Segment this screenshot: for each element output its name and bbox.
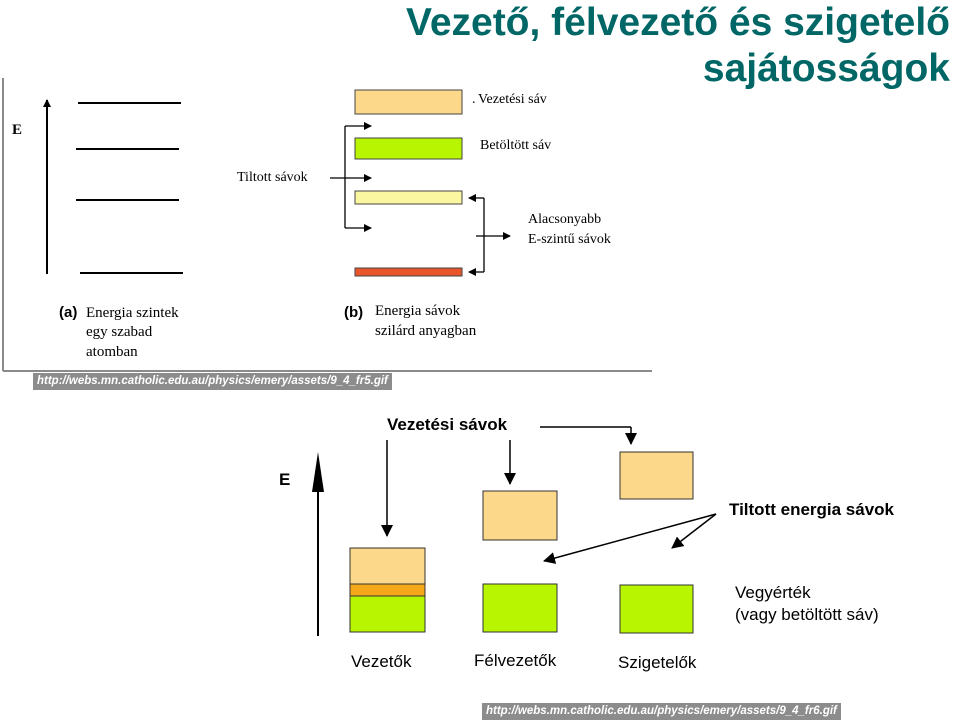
energy-axis-label-c: E (279, 470, 291, 489)
insulator-valence-band (619, 584, 694, 634)
forbidden-bands-label: Tiltott sávok (237, 170, 308, 185)
lower-bands-label-2: E-szintű sávok (528, 232, 611, 247)
valence-label-2: (vagy betöltött sáv) (735, 605, 879, 624)
source-url-1[interactable]: http://webs.mn.catholic.edu.au/physics/e… (33, 373, 392, 390)
semiconductor-conduction-band (482, 490, 558, 541)
semiconductor-valence-band (482, 583, 558, 633)
dot-mark: . (472, 92, 476, 107)
conductor-overlap (349, 583, 426, 597)
source-url-2[interactable]: http://webs.mn.catholic.edu.au/physics/e… (482, 703, 841, 720)
lower-band-1 (354, 190, 463, 205)
conduction-band (354, 89, 463, 115)
figure-b-tag: (b) (344, 304, 364, 321)
lower-bands-label-1: Alacsonyabb (528, 212, 602, 227)
forbidden-energy-bands-label: Tiltott energia sávok (729, 500, 895, 519)
figure-b-caption-1: Energia sávok (375, 303, 461, 319)
material-label-insulators: Szigetelők (618, 653, 697, 672)
slide-title-line-2: sajátosságok (702, 47, 950, 90)
figure-a-caption-2: egy szabad (86, 324, 153, 340)
conduction-bands-label: Vezetési sávok (387, 415, 508, 434)
material-label-conductors: Vezetők (351, 652, 412, 671)
material-label-semiconductors: Félvezetők (474, 651, 557, 670)
figure-b-caption-2: szilárd anyagban (375, 323, 477, 339)
conductor-conduction-band (349, 547, 426, 585)
energy-axis-label-a: E (12, 122, 23, 138)
figure-a-caption-3: atomban (86, 344, 138, 360)
conduction-band-label: Vezetési sáv (478, 92, 547, 107)
filled-band (354, 137, 463, 160)
lower-band-2 (354, 267, 463, 277)
insulator-conduction-band (619, 451, 694, 500)
filled-band-label: Betöltött sáv (480, 138, 552, 153)
figure-a-caption-1: Energia szintek (86, 305, 179, 321)
energy-axis-c-head (312, 452, 324, 492)
valence-label-1: Vegyérték (735, 583, 811, 602)
forbidden-energy-arrow (671, 513, 717, 549)
slide-title-line-1: Vezető, félvezető és szigetelő (405, 1, 950, 44)
conductor-valence-band (349, 595, 426, 633)
forbidden-energy-arrow (543, 513, 717, 564)
figure-a-tag: (a) (59, 304, 78, 321)
